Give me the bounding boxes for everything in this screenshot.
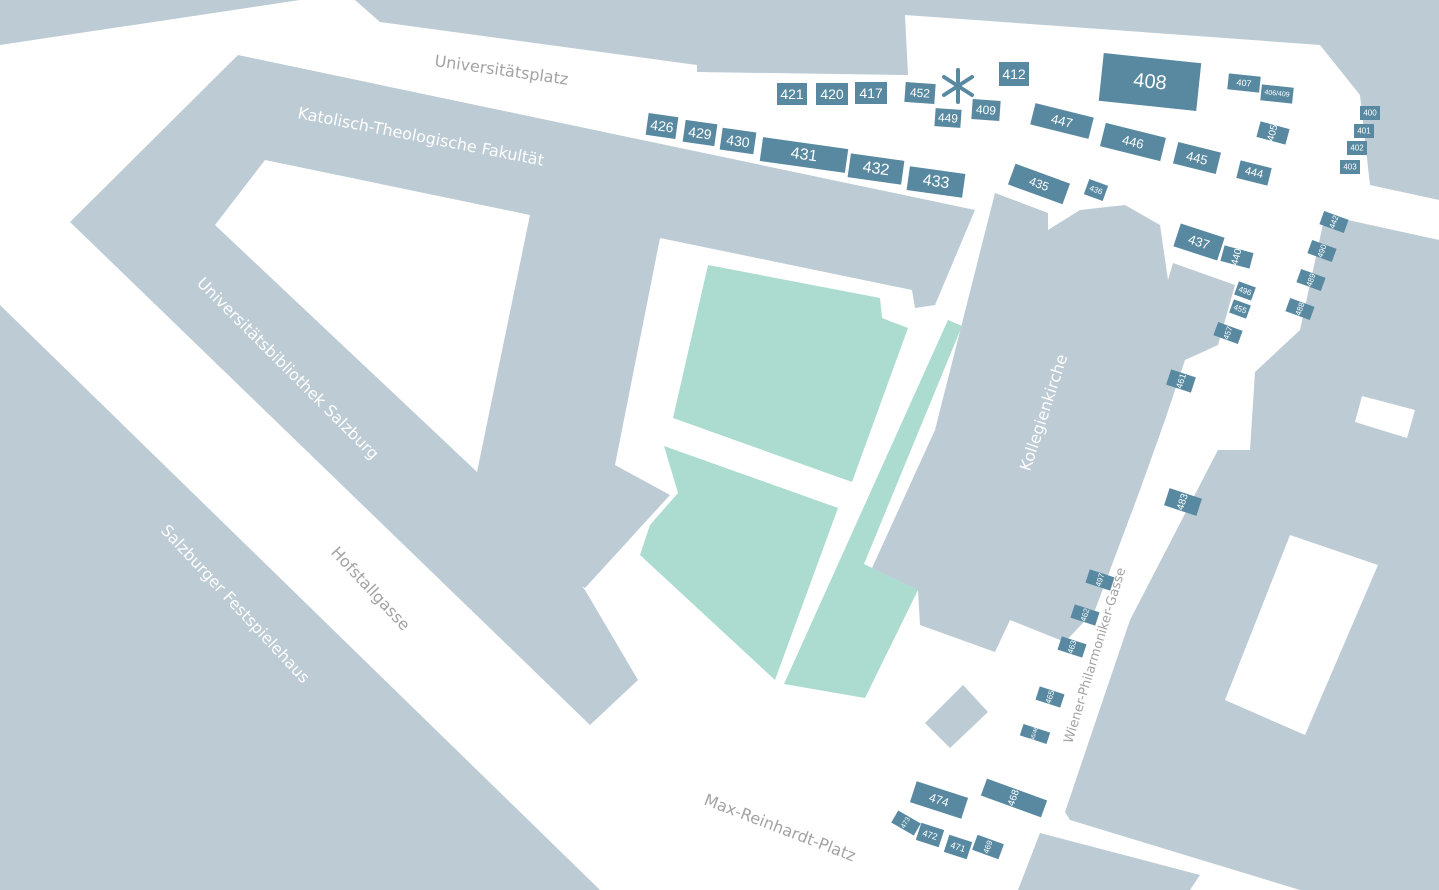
stall-box[interactable] xyxy=(1347,141,1367,155)
asterisk-icon[interactable] xyxy=(942,68,974,104)
stall-452[interactable]: 452 xyxy=(904,81,936,105)
stall-box[interactable] xyxy=(943,834,973,860)
stall-box[interactable] xyxy=(1007,163,1071,205)
stall-box[interactable] xyxy=(847,153,905,185)
stall-box[interactable] xyxy=(1019,723,1051,745)
building-top-strip xyxy=(355,0,1439,200)
stall-402[interactable]: 402 xyxy=(1347,141,1367,155)
stall-box[interactable] xyxy=(1229,299,1251,319)
stall-box[interactable] xyxy=(909,781,969,819)
stall-box[interactable] xyxy=(1227,73,1261,93)
stall-box[interactable] xyxy=(1166,369,1196,393)
stall-box[interactable] xyxy=(1296,268,1326,292)
stall-box[interactable] xyxy=(1172,142,1222,174)
stall-box[interactable] xyxy=(645,113,679,139)
courtyard-small xyxy=(1355,396,1415,438)
parks-layer xyxy=(640,265,962,698)
stall-box[interactable] xyxy=(972,834,1004,860)
stall-406-409[interactable]: 406/409 xyxy=(1260,84,1294,104)
stall-box[interactable] xyxy=(1260,84,1294,104)
stall-box[interactable] xyxy=(816,83,848,105)
building-small-square xyxy=(925,685,988,748)
stall-box[interactable] xyxy=(719,127,757,155)
stall-box[interactable] xyxy=(999,62,1029,86)
stall-box[interactable] xyxy=(1354,124,1374,138)
stall-box[interactable] xyxy=(971,99,1001,121)
stall-box[interactable] xyxy=(682,119,718,147)
building-kollegienkirche xyxy=(872,193,1235,652)
stall-420[interactable]: 420 xyxy=(816,83,848,105)
building-festspielehaus xyxy=(0,305,600,890)
stall-box[interactable] xyxy=(934,108,962,128)
stall-400[interactable]: 400 xyxy=(1360,106,1380,120)
park-strip xyxy=(784,320,962,698)
stall-box[interactable] xyxy=(1070,604,1100,626)
stall-box[interactable] xyxy=(1213,321,1243,345)
stall-box[interactable] xyxy=(1035,686,1065,708)
stall-box[interactable] xyxy=(1164,488,1202,516)
stall-box[interactable] xyxy=(1307,239,1337,263)
stall-box[interactable] xyxy=(1236,160,1272,186)
stall-box[interactable] xyxy=(980,778,1048,818)
stall-box[interactable] xyxy=(1360,106,1380,120)
stall-box[interactable] xyxy=(1319,210,1349,234)
stall-box[interactable] xyxy=(1173,223,1225,261)
stall-407[interactable]: 407 xyxy=(1227,73,1261,93)
building-bottom-right xyxy=(1018,833,1200,890)
stall-box[interactable] xyxy=(915,822,945,848)
courtyard-right xyxy=(1225,535,1378,735)
stall-408[interactable]: 408 xyxy=(1098,53,1202,111)
stall-box[interactable] xyxy=(1340,160,1360,174)
stall-box[interactable] xyxy=(777,83,807,105)
park-lower xyxy=(640,446,838,680)
stall-403[interactable]: 403 xyxy=(1340,160,1360,174)
stall-421[interactable]: 421 xyxy=(777,83,807,105)
stall-box[interactable] xyxy=(906,166,966,198)
stall-449[interactable]: 449 xyxy=(934,108,962,128)
stall-box[interactable] xyxy=(891,810,921,836)
stall-box[interactable] xyxy=(1085,569,1115,591)
stall-box[interactable] xyxy=(1100,122,1166,162)
stall-412[interactable]: 412 xyxy=(999,62,1029,86)
stall-box[interactable] xyxy=(1098,53,1202,111)
stall-430[interactable]: 430 xyxy=(719,127,757,155)
stall-429[interactable]: 429 xyxy=(682,119,718,147)
stall-box[interactable] xyxy=(1256,121,1290,145)
stall-box[interactable] xyxy=(1057,636,1087,658)
stall-box[interactable] xyxy=(1030,103,1094,139)
stall-box[interactable] xyxy=(904,81,936,105)
stall-box[interactable] xyxy=(759,137,849,173)
stall-409[interactable]: 409 xyxy=(971,99,1001,121)
stall-box[interactable] xyxy=(1220,245,1254,269)
building-right-block xyxy=(1065,215,1439,890)
stall-401[interactable]: 401 xyxy=(1354,124,1374,138)
park-upper xyxy=(673,265,908,482)
stall-417[interactable]: 417 xyxy=(855,82,887,104)
stall-box[interactable] xyxy=(1285,297,1315,321)
building-top-left xyxy=(0,0,300,45)
building-university-library xyxy=(70,55,975,725)
stall-box[interactable] xyxy=(1234,281,1256,301)
stall-426[interactable]: 426 xyxy=(645,113,679,139)
stall-box[interactable] xyxy=(1083,179,1109,201)
stall-box[interactable] xyxy=(855,82,887,104)
